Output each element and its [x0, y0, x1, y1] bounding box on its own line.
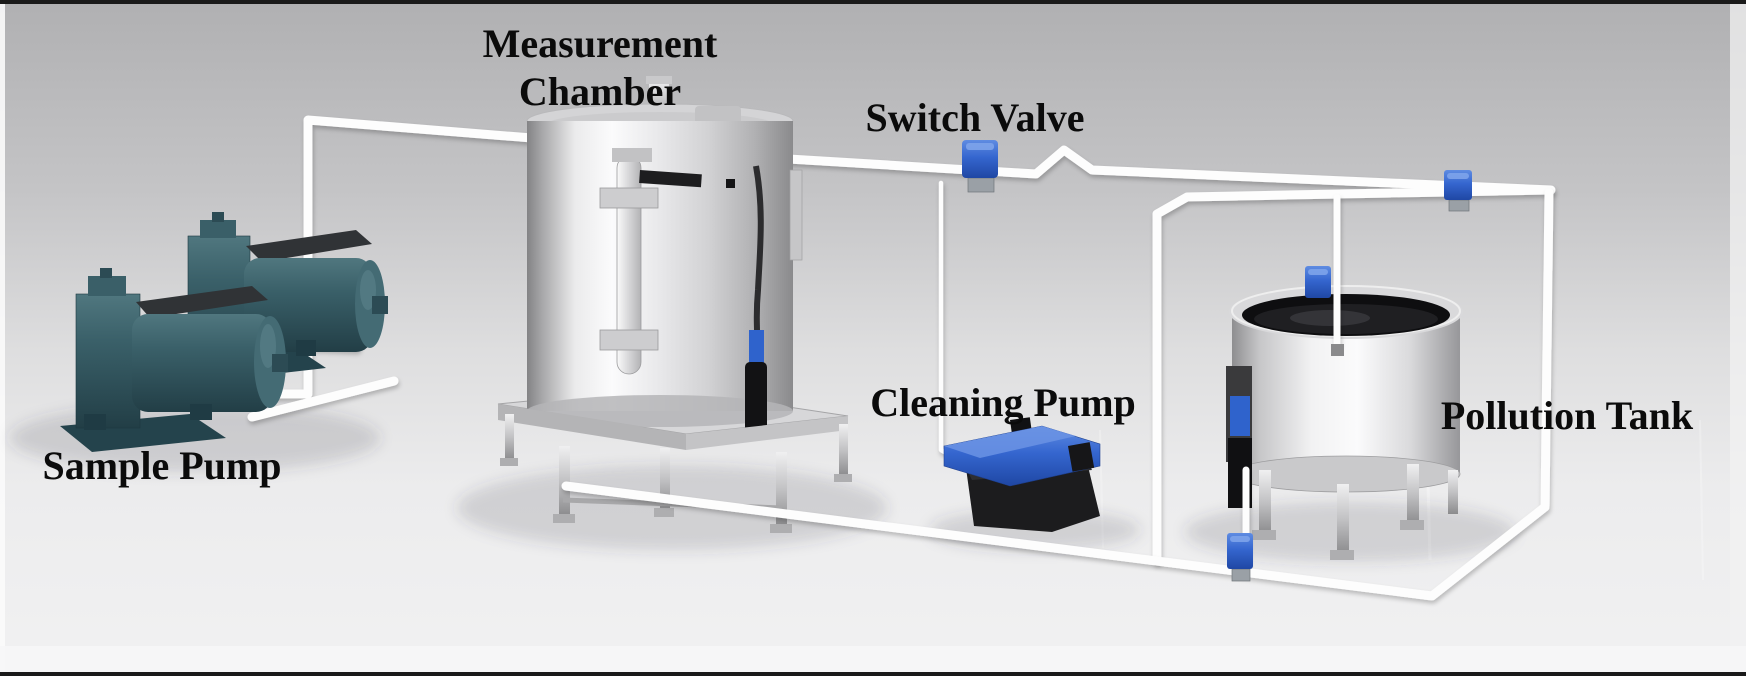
tank-inlet-fitting	[1331, 344, 1344, 356]
figure-border-bottom	[0, 672, 1746, 676]
backdrop-crease	[1699, 419, 1704, 581]
cleaning-pump-assembly	[943, 417, 1101, 532]
sight-glass-clamp	[599, 329, 659, 351]
valve-lever	[639, 170, 702, 188]
label-measurement-chamber: Measurement Chamber	[482, 21, 718, 114]
sight-glass-clamp	[599, 187, 659, 209]
sensor-cable	[753, 165, 764, 333]
tank-inlet-valve-cube	[1305, 266, 1331, 298]
valves	[962, 140, 1472, 582]
pipe-pump-floor-run	[247, 376, 399, 422]
sensor-connector	[749, 330, 764, 364]
label-pollution-tank: Pollution Tank	[1440, 393, 1694, 438]
measurement-chamber-assembly	[497, 76, 852, 533]
right-line-valve-cube	[1444, 170, 1472, 212]
motor-block	[136, 286, 268, 318]
pipe-bottom-return	[561, 188, 1554, 601]
sensor-probe	[745, 362, 767, 436]
pipe-middle-loop	[1152, 185, 1553, 565]
chamber-stand-legs	[498, 404, 852, 533]
tank-drain-valve-cube	[1227, 533, 1253, 582]
motor-block	[246, 230, 372, 262]
backdrop-left-sliver	[0, 0, 5, 676]
tank-legs	[1252, 464, 1458, 560]
label-sample-pump: Sample Pump	[42, 443, 282, 488]
pollution-tank-assembly	[1226, 285, 1463, 560]
label-switch-valve: Switch Valve	[865, 95, 1085, 140]
backdrop-right-sliver	[1730, 0, 1746, 676]
tank-vessel	[1232, 314, 1460, 474]
pipe-chamber-to-right	[767, 145, 1556, 195]
floor-front-strip	[0, 646, 1746, 672]
figure-border-top	[0, 0, 1746, 4]
sample-pump-front	[60, 268, 288, 452]
switch-valve-cube	[962, 140, 998, 193]
label-cleaning-pump: Cleaning Pump	[870, 380, 1136, 425]
